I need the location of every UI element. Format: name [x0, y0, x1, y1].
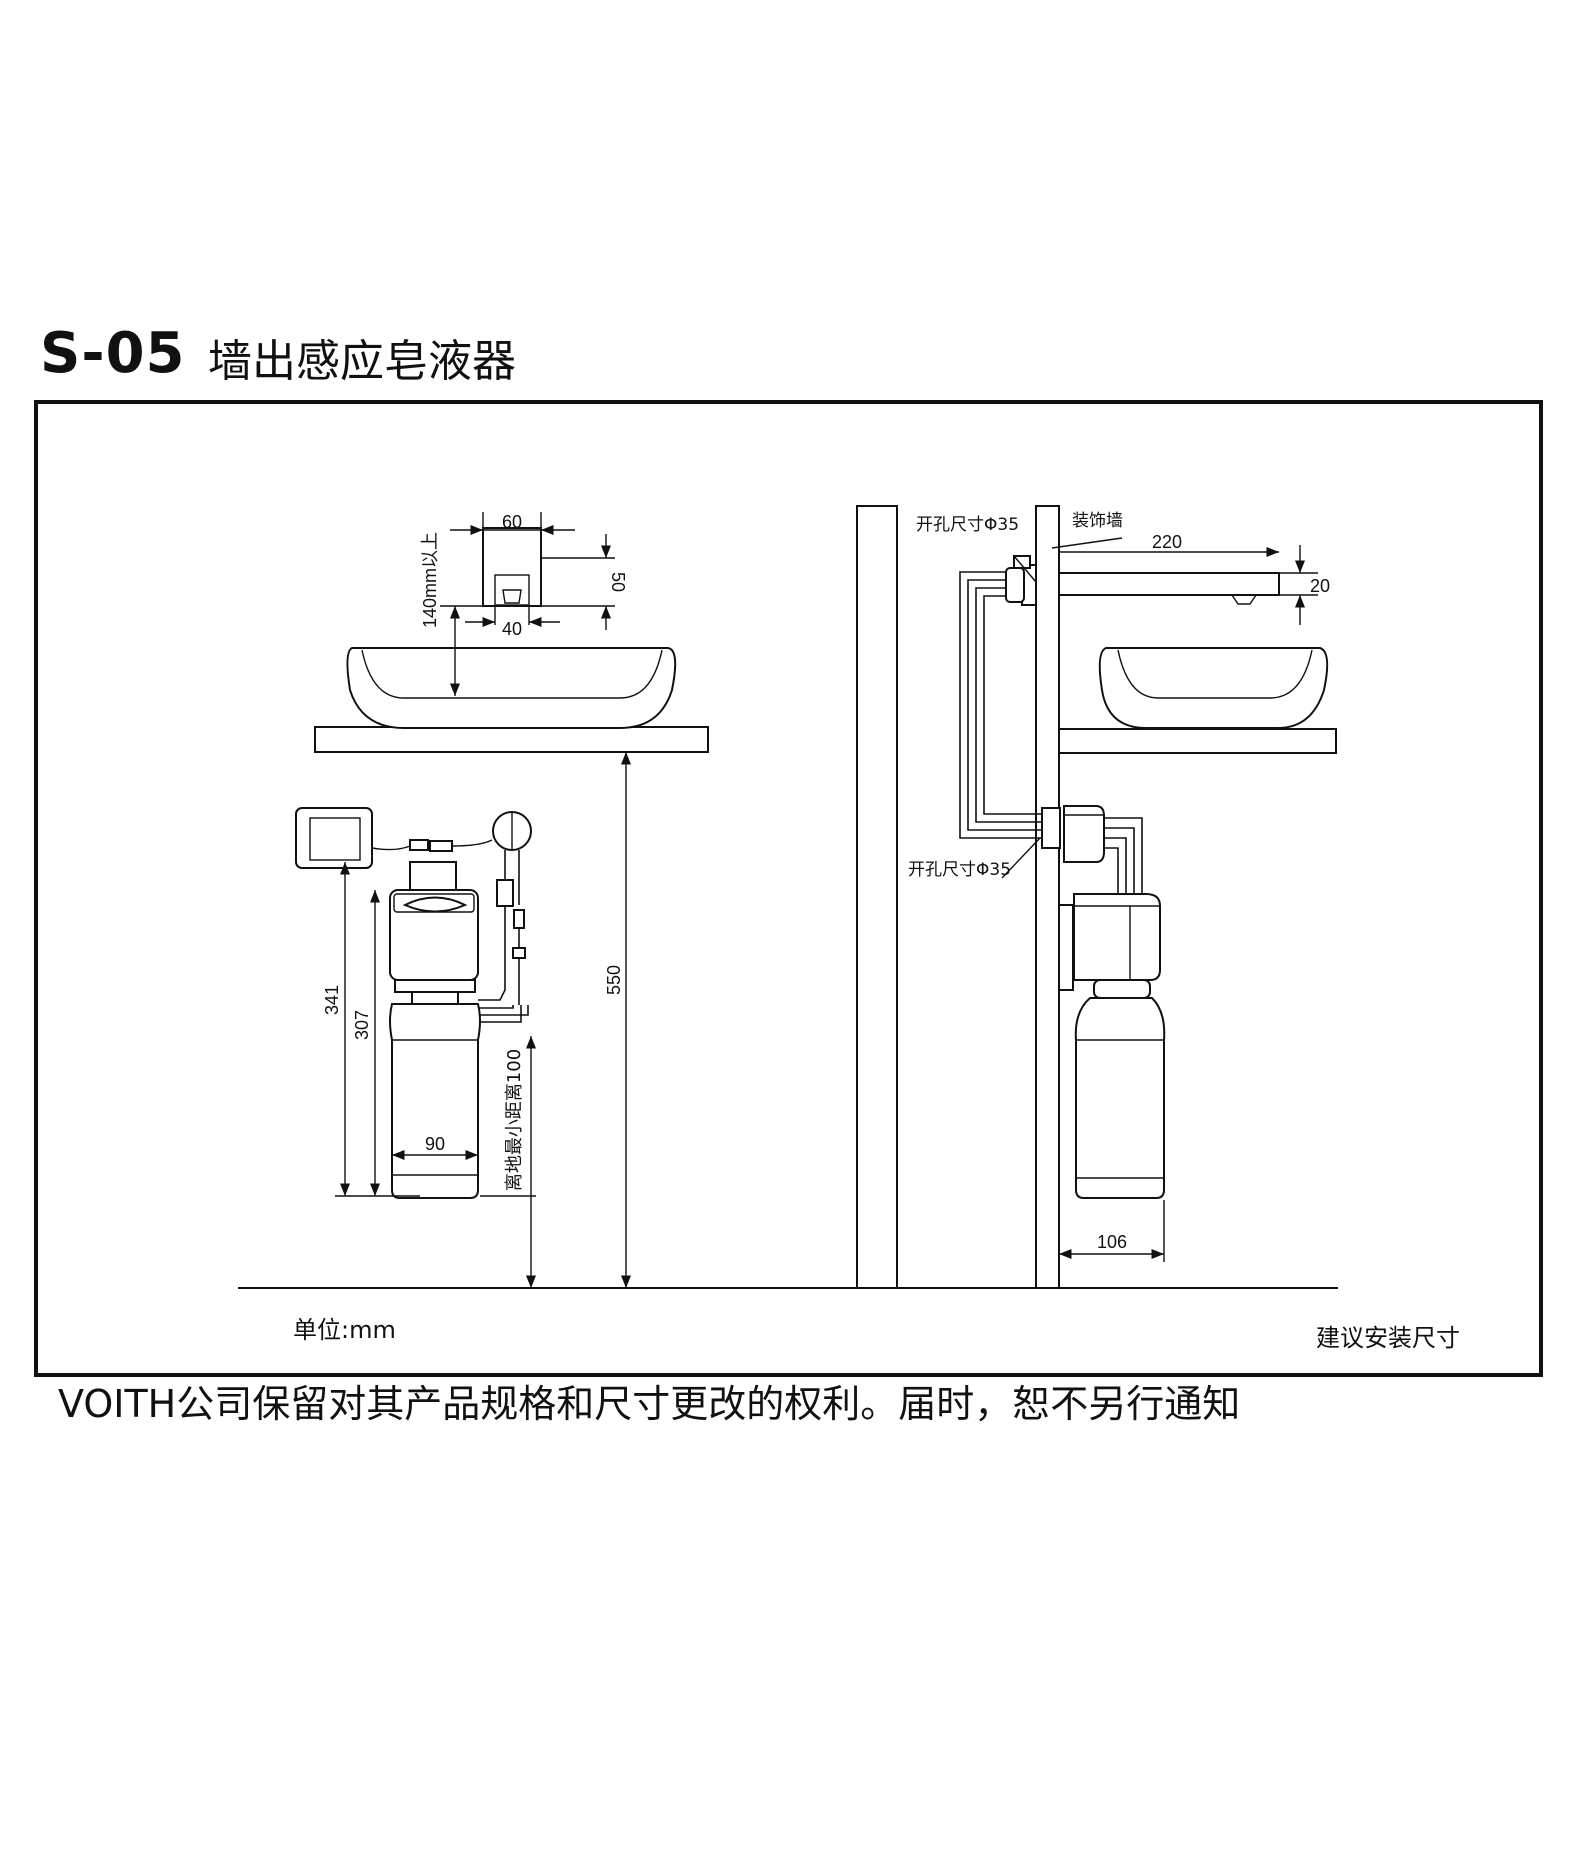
hole-label-bottom: 开孔尺寸Φ35 — [908, 860, 1011, 880]
dim-50: 50 — [608, 572, 628, 592]
unit-label: 单位:mm — [293, 1316, 396, 1344]
disclaimer: VOITH公司保留对其产品规格和尺寸更改的权利。届时，恕不另行通知 — [58, 1382, 1241, 1426]
counter-slab-side — [1058, 728, 1337, 754]
front-view: 60 40 50 140mm以上 550 — [293, 512, 709, 1344]
hole-label-top: 开孔尺寸Φ35 — [916, 515, 1019, 535]
drawing-frame — [34, 400, 1543, 1377]
basin-front — [346, 647, 677, 729]
dim-220: 220 — [1152, 532, 1182, 552]
dim-100-min-distance: 离地最小距离100 — [504, 1049, 525, 1191]
soap-bottle — [389, 1003, 481, 1199]
dim-550: 550 — [604, 965, 624, 995]
decor-wall-label: 装饰墙 — [1072, 511, 1123, 531]
dim-341: 341 — [322, 985, 342, 1015]
wall-back — [856, 505, 898, 1289]
sensor-box — [295, 807, 373, 869]
dim-140: 140mm以上 — [420, 532, 440, 628]
dim-307: 307 — [352, 1010, 372, 1040]
suggest-label: 建议安装尺寸 — [1316, 1324, 1460, 1352]
dim-20: 20 — [1310, 576, 1330, 596]
spout-side — [1058, 572, 1280, 596]
pump-unit-side — [1073, 893, 1161, 981]
counter-slab-front — [314, 726, 709, 753]
dim-90: 90 — [425, 1134, 445, 1154]
model-code: S-05 — [40, 321, 186, 386]
side-view: 220 20 开孔尺寸Φ35 装饰墙 开孔尺寸Φ35 — [856, 505, 1460, 1352]
soap-bottle-side — [1074, 997, 1166, 1199]
lower-flange — [1063, 805, 1105, 863]
basin-side — [1098, 647, 1329, 729]
product-title: 墙出感应皂液器 — [208, 336, 516, 387]
dim-60: 60 — [502, 512, 522, 532]
dim-106: 106 — [1097, 1232, 1127, 1252]
decor-wall — [1035, 505, 1060, 1289]
spout-front — [482, 527, 542, 607]
dim-40: 40 — [502, 619, 522, 639]
